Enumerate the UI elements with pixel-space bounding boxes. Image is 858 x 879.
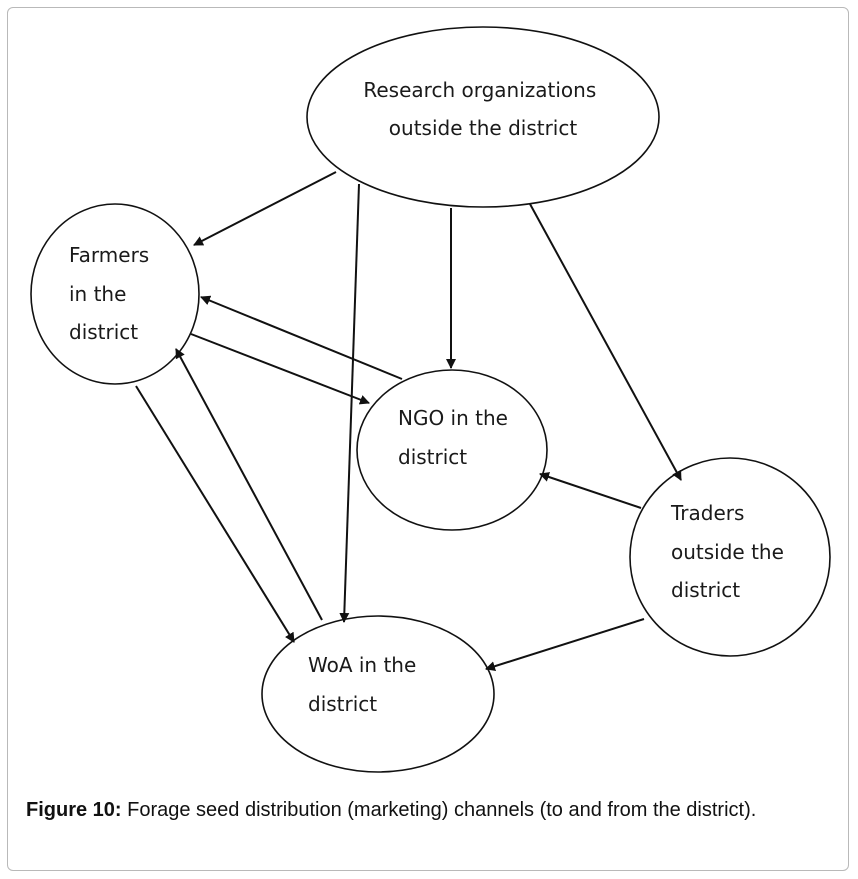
woa-label-line-2: district xyxy=(308,692,377,716)
edge-farmers-to-ngo xyxy=(190,333,370,405)
research-label-line-1: Research organizations xyxy=(363,78,596,102)
ngo-label: NGO in the district xyxy=(398,406,514,469)
edge-research-to-woa xyxy=(339,183,360,623)
traders-label-line-1: Traders xyxy=(670,501,744,525)
node-farmers xyxy=(30,203,200,385)
traders-label-line-2: outside the xyxy=(671,540,784,564)
figure-caption: Figure 10: Forage seed distribution (mar… xyxy=(26,796,832,824)
node-traders xyxy=(629,457,831,657)
research-label: Research organizations outside the distr… xyxy=(363,78,602,140)
farmers-label-line-2: in the xyxy=(69,282,126,306)
traders-label: Traders outside the district xyxy=(670,501,790,602)
node-woa xyxy=(261,615,495,773)
research-label-line-2: outside the district xyxy=(389,116,578,140)
farmers-label-line-1: Farmers xyxy=(69,243,149,267)
edge-research-to-traders xyxy=(529,203,682,481)
traders-label-line-3: district xyxy=(671,578,740,602)
edge-traders-to-woa xyxy=(485,618,645,672)
caption-text: Forage seed distribution (marketing) cha… xyxy=(121,799,757,821)
woa-label: WoA in the district xyxy=(308,653,423,716)
edge-woa-to-farmers xyxy=(175,348,323,621)
farmers-label: Farmers in the district xyxy=(69,243,156,344)
caption-label: Figure 10: xyxy=(26,799,122,821)
edge-research-to-farmers xyxy=(193,171,337,246)
ngo-label-line-2: district xyxy=(398,445,467,469)
edge-farmers-to-woa xyxy=(135,385,295,643)
node-research-organizations xyxy=(306,26,660,208)
node-ngo xyxy=(356,369,548,531)
edge-ngo-to-farmers xyxy=(200,295,403,380)
ngo-label-line-1: NGO in the xyxy=(398,406,508,430)
woa-label-line-1: WoA in the xyxy=(308,653,416,677)
edge-traders-to-ngo xyxy=(539,472,642,509)
farmers-label-line-3: district xyxy=(69,320,138,344)
